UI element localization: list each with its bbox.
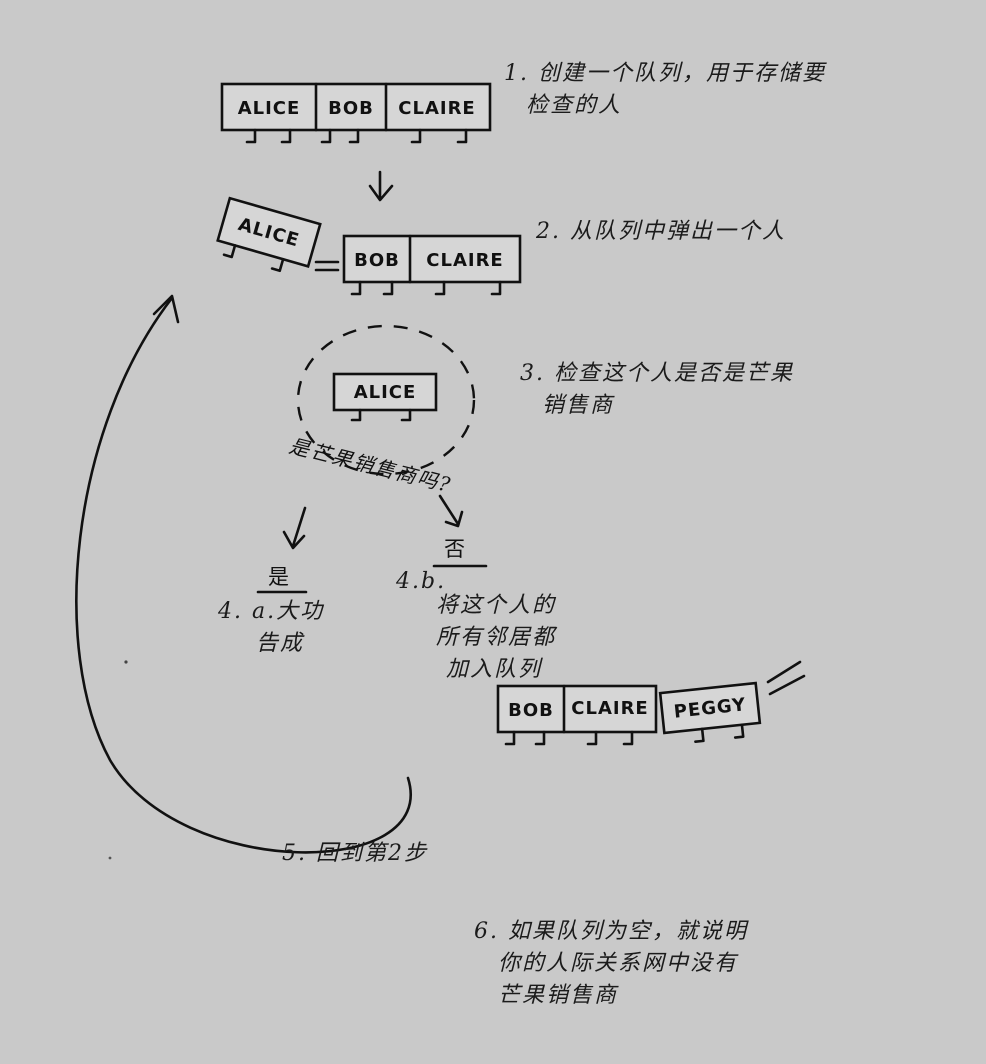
queue-final: BOB CLAIRE <box>496 684 658 746</box>
queue-feet <box>245 128 468 144</box>
checked-feet <box>350 408 412 422</box>
step-3-note: 3. 检查这个人是否是芒果 销售商 <box>520 358 794 422</box>
step-3-line: 3. 检查这个人是否是芒果 <box>520 361 794 386</box>
step-6-note: 6. 如果队列为空，就说明 你的人际关系网中没有 芒果销售商 <box>474 916 748 1012</box>
step-4a-line: 告成 <box>256 631 305 656</box>
step-2-line: 2. 从队列中弹出一个人 <box>536 219 786 244</box>
popped-card: ALICE <box>216 196 322 273</box>
queue-initial-item-0: ALICE <box>238 98 301 119</box>
step-4b-label: 4.b. <box>396 569 447 594</box>
step-1-line: 检查的人 <box>526 93 623 118</box>
paper-speck <box>124 660 128 664</box>
step-4a-line: 大功 <box>276 599 325 624</box>
queue-final-item-1: CLAIRE <box>571 698 648 719</box>
step-4b-label-note: 4.b. <box>396 566 446 598</box>
step-1-line: 1. 创建一个队列，用于存储要 <box>504 61 826 86</box>
queue-after-pop: BOB CLAIRE <box>342 234 522 296</box>
queue-feet <box>504 730 634 746</box>
step-4b-line: 所有邻居都 <box>436 625 557 650</box>
new-card-box <box>658 681 762 735</box>
checked-card: ALICE <box>332 372 438 422</box>
queue-after-pop-box <box>342 234 522 284</box>
queue-initial-item-1: BOB <box>328 98 374 119</box>
checked-person: ALICE <box>354 382 417 403</box>
step-5-note: 5. 回到第2步 <box>282 838 428 870</box>
step-3-line: 销售商 <box>542 393 615 418</box>
motion-lines <box>766 660 806 696</box>
loop-arrow <box>75 296 412 854</box>
queue-initial-box <box>220 82 492 132</box>
step-1-note: 1. 创建一个队列，用于存储要 检查的人 <box>504 58 826 122</box>
step-4a-note: 4. a.大功 告成 <box>218 596 324 660</box>
step-6-line: 芒果销售商 <box>498 983 619 1008</box>
checked-card-box <box>332 372 438 412</box>
popped-card-box <box>216 196 322 268</box>
queue-final-box <box>496 684 658 734</box>
step-5-line: 5. 回到第2步 <box>282 841 428 866</box>
queue-initial-item-2: CLAIRE <box>398 98 475 119</box>
check-circle <box>296 324 476 476</box>
branch-yes: 是 <box>268 565 289 589</box>
new-card-feet <box>694 723 745 744</box>
queue-final-item-0: BOB <box>508 700 554 721</box>
step-2-note: 2. 从队列中弹出一个人 <box>536 216 786 248</box>
loop-arrow-head <box>152 294 180 324</box>
no-arrow <box>438 494 464 528</box>
popped-feet <box>222 244 285 273</box>
yes-arrow <box>282 506 307 550</box>
queue-after-pop-item-1: CLAIRE <box>426 250 503 271</box>
motion-lines <box>314 260 340 272</box>
paper-speck <box>108 856 112 860</box>
branch-no: 否 <box>444 537 465 561</box>
step-4b-note: 将这个人的 所有邻居都 加入队列 <box>436 590 556 686</box>
step-4a-label: 4. a. <box>218 599 277 624</box>
down-arrow <box>368 170 394 202</box>
step-4b-line: 将这个人的 <box>436 593 557 618</box>
step-4b-line: 加入队列 <box>446 657 543 682</box>
step-6-line: 你的人际关系网中没有 <box>498 951 739 976</box>
queue-initial: ALICE BOB CLAIRE <box>220 82 492 144</box>
queue-feet <box>350 280 502 296</box>
queue-after-pop-item-0: BOB <box>354 250 400 271</box>
new-card: PEGGY <box>658 681 762 744</box>
step-6-line: 6. 如果队列为空，就说明 <box>474 919 748 944</box>
